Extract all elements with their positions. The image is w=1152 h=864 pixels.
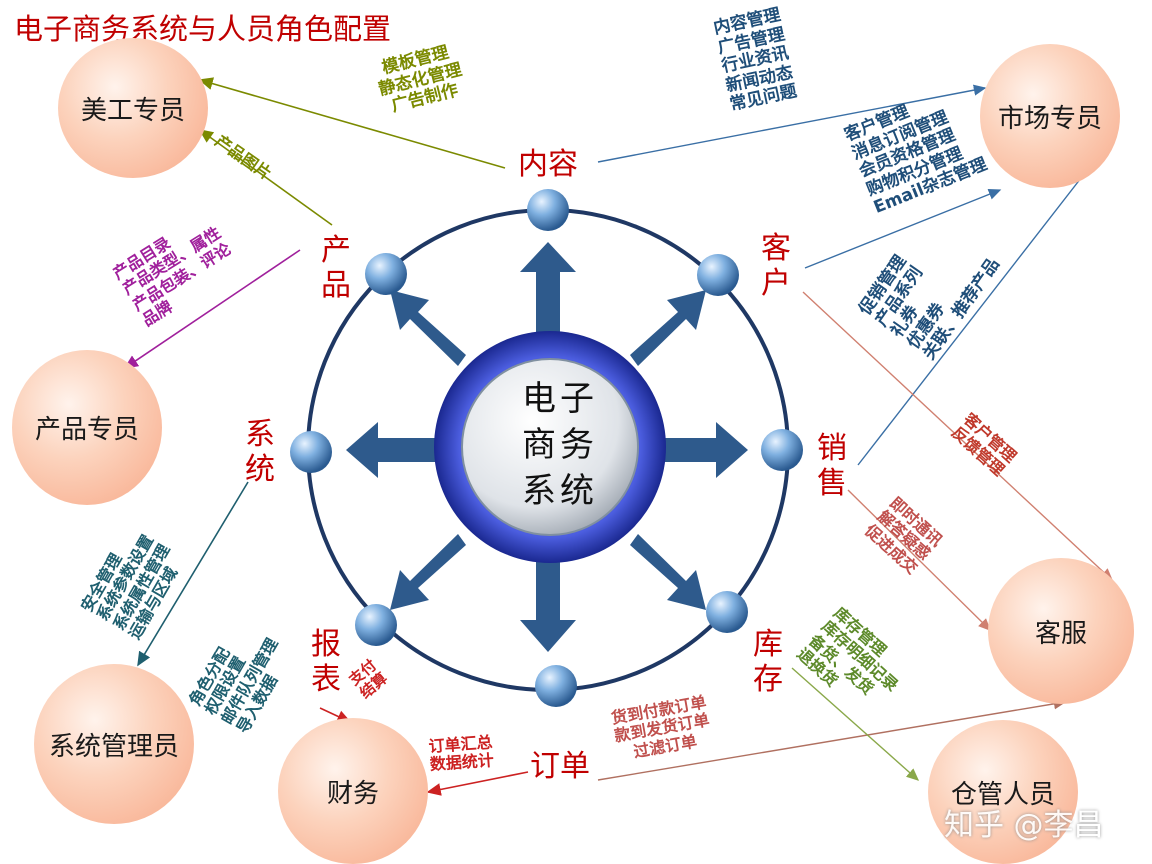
connector-order-service: [597, 698, 1067, 781]
role-product-label: 产品专员: [34, 415, 139, 445]
arrow-right: [658, 422, 748, 478]
module-customer: 客户: [761, 231, 791, 301]
connector-sales-market: [857, 158, 1096, 466]
node-content: [527, 189, 569, 231]
role-market: 市场专员: [980, 44, 1120, 188]
arrow-downleft: [390, 534, 466, 610]
connector-system-admin: [137, 481, 249, 667]
connector-product-productrole: [123, 249, 301, 369]
arrow-downright: [630, 534, 706, 610]
page-title: 电子商务系统与人员角色配置: [14, 12, 392, 46]
role-warehouse: 仓管人员: [928, 720, 1078, 864]
connector-product-art: [198, 129, 333, 226]
role-sysadmin-label: 系统管理员: [48, 731, 179, 762]
connector-inventory-warehouse: [791, 667, 920, 781]
node-inventory: [706, 591, 748, 633]
module-sales: 销售: [817, 431, 847, 501]
node-system: [290, 431, 332, 473]
connector-content-market: [597, 84, 987, 163]
connector-sales-service: [847, 489, 991, 631]
connector-order-finance: [426, 771, 529, 796]
hub-inner: [461, 358, 639, 536]
node-sales: [761, 429, 803, 471]
role-warehouse-label: 仓管人员: [950, 779, 1055, 810]
role-service: 客服: [988, 558, 1134, 704]
module-content: 内容: [518, 147, 578, 182]
role-finance-label: 财务: [326, 778, 379, 809]
node-customer: [697, 254, 739, 296]
role-art-label: 美工专员: [80, 95, 185, 126]
watermark: 知乎 @李昌: [944, 808, 1104, 843]
hub-label: 电子商务系统: [522, 379, 598, 511]
role-product: 产品专员: [12, 350, 162, 505]
module-product: 产品: [321, 233, 351, 303]
module-system: 系统: [245, 417, 275, 487]
connector-customer-service: [802, 291, 1114, 581]
role-finance: 财务: [278, 718, 428, 864]
label-order-finance: 订单汇总 数据统计: [428, 733, 494, 775]
role-sysadmin: 系统管理员: [34, 664, 194, 824]
role-art: 美工专员: [58, 38, 208, 178]
arrow-left: [346, 422, 438, 478]
hub-arrows: [346, 242, 748, 652]
module-inventory: 库存: [753, 627, 783, 697]
role-market-label: 市场专员: [997, 103, 1102, 134]
module-order: 订单: [530, 749, 590, 784]
arrow-upleft: [390, 290, 466, 366]
role-service-label: 客服: [1034, 618, 1087, 649]
node-product: [365, 253, 407, 295]
arrow-upright: [630, 290, 706, 366]
arrow-up: [520, 242, 576, 340]
connector-customer-market: [804, 188, 1002, 269]
node-report: [355, 604, 397, 646]
module-report: 报表: [311, 627, 341, 697]
arrow-down: [520, 560, 576, 652]
connector-content-art: [198, 77, 506, 169]
node-order: [535, 665, 577, 707]
